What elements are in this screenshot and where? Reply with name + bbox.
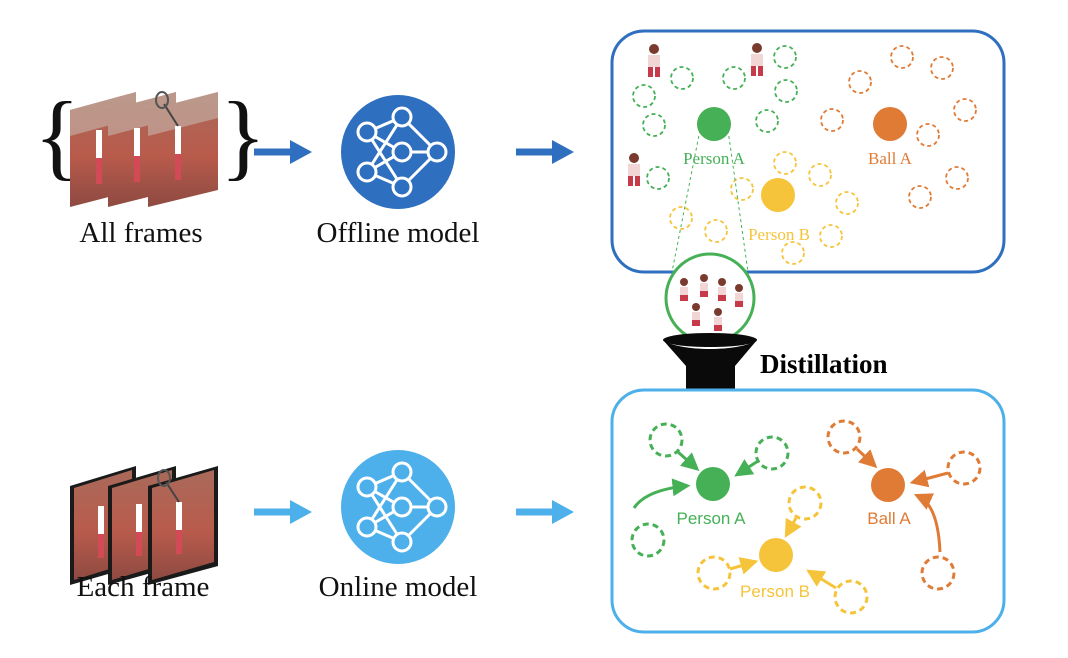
association-arrow [913, 493, 942, 553]
association-arrow [909, 469, 949, 488]
player-thumbnail [735, 284, 743, 307]
online-model-icon [341, 450, 455, 564]
frame-thumbnail [148, 466, 218, 585]
instance-embedding [730, 177, 754, 201]
instance-embedding [754, 435, 790, 471]
offline-model-label: Offline model [317, 217, 480, 249]
instance-embedding [835, 191, 859, 215]
player-thumbnail [628, 153, 640, 186]
ball-a-center [873, 107, 907, 141]
instance-embedding [755, 109, 779, 133]
frame-thumbnail [148, 91, 218, 207]
person-b-label: Person B [740, 582, 810, 601]
all-frames-stack: { } [34, 82, 266, 207]
instance-embedding [773, 45, 797, 69]
online-model-label: Online model [319, 571, 478, 603]
person-a-label: Person A [683, 149, 746, 168]
person-a-center [697, 107, 731, 141]
instance-embedding [781, 241, 805, 265]
instance-embedding [946, 450, 982, 486]
each-frame-label: Each frame [77, 571, 210, 603]
arrow-icon [516, 140, 574, 164]
instance-embedding [808, 163, 832, 187]
instance-embedding [920, 555, 956, 591]
zoom-lines [671, 129, 749, 273]
association-arrow [855, 447, 878, 469]
funnel-icon [663, 333, 757, 433]
offline-model-icon [341, 95, 455, 209]
player-thumbnail [718, 278, 726, 301]
player-thumbnail [648, 44, 660, 77]
instance-embedding [819, 224, 843, 248]
person-a-label: Person A [677, 509, 747, 528]
player-thumbnail [680, 278, 688, 301]
player-thumbnail [751, 43, 763, 76]
association-arrow [677, 450, 700, 471]
person-a-center [696, 467, 730, 501]
association-arrow [734, 459, 759, 477]
arrow-icon [254, 500, 312, 524]
arrow-icon [516, 500, 574, 524]
player-thumbnail [692, 303, 700, 326]
right-brace-icon: } [220, 82, 266, 189]
all-frames-label: All frames [79, 217, 202, 249]
instance-embedding [930, 56, 954, 80]
online-embedding-space: Person A Person B Ball A [610, 388, 1006, 634]
player-thumbnail [700, 274, 708, 297]
player-thumbnail [714, 308, 722, 331]
person-b-center [759, 538, 793, 572]
instance-embedding [953, 98, 977, 122]
arrow-icon [254, 140, 312, 164]
instance-embedding [773, 151, 797, 175]
instance-embedding [632, 84, 656, 108]
instance-embedding [670, 66, 694, 90]
instance-embedding [669, 206, 693, 230]
instance-embedding [848, 70, 872, 94]
instance-embedding [820, 108, 844, 132]
instance-embedding [890, 45, 914, 69]
association-arrow [729, 557, 759, 575]
each-frame-stack [70, 466, 218, 585]
instance-embedding [630, 522, 666, 558]
ball-a-label: Ball A [867, 509, 911, 528]
association-arrow [784, 517, 802, 538]
ball-a-label: Ball A [868, 149, 913, 168]
instance-embedding [787, 485, 823, 521]
instance-embedding [833, 579, 869, 615]
instance-embedding [722, 66, 746, 90]
instance-embedding [908, 185, 932, 209]
association-arrow [632, 478, 691, 509]
person-b-center [761, 178, 795, 212]
offline-embedding-space: Person A Person B Ball A [610, 29, 1006, 274]
instance-embedding [642, 113, 666, 137]
instance-embedding [945, 166, 969, 190]
instance-embedding [646, 166, 670, 190]
instance-embedding [696, 555, 732, 591]
instance-embedding [648, 422, 684, 458]
instance-embedding [774, 79, 798, 103]
instance-embedding [826, 419, 862, 455]
association-arrow [806, 569, 837, 590]
instance-embedding [916, 123, 940, 147]
distillation-label: Distillation [760, 349, 888, 379]
person-b-label: Person B [748, 225, 810, 244]
instance-embedding [704, 219, 728, 243]
ball-a-center [871, 468, 905, 502]
magnifier-lens-icon [664, 252, 756, 344]
